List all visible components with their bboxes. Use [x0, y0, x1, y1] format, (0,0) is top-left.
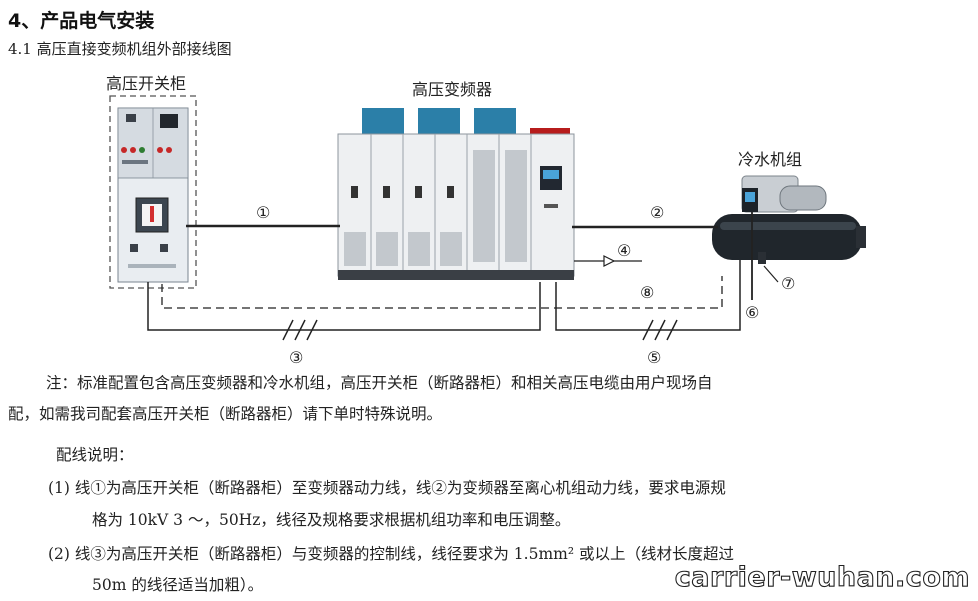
wiring-diagram: ① ② ③ ④ ⑤ ⑥ ⑦ ⑧ — [109, 95, 866, 367]
control-line-3 — [147, 282, 541, 331]
note-line-1: 注：标准配置包含高压变频器和冷水机组，高压开关柜（断路器柜）和相关高压电缆由用户… — [46, 374, 713, 392]
marker-8: ⑧ — [640, 283, 654, 302]
chiller-label: 冷水机组 — [738, 150, 803, 169]
section-heading: 4、产品电气安装 — [8, 10, 155, 32]
switchgear-label: 高压开关柜 — [106, 74, 187, 93]
wiring-title: 配线说明： — [56, 446, 134, 464]
section-subheading: 4.1 高压直接变频机组外部接线图 — [8, 40, 232, 58]
vfd-cabinet — [337, 108, 575, 280]
vfd-label: 高压变频器 — [412, 80, 493, 99]
marker-4: ④ — [617, 241, 631, 260]
wiring-item-1-line-a: (1) 线①为高压开关柜（断路器柜）至变频器动力线，线②为变频器至离心机组动力线… — [48, 479, 726, 497]
marker-2: ② — [650, 203, 664, 222]
wiring-item-2-line-a: (2) 线③为高压开关柜（断路器柜）与变频器的控制线，线径要求为 1.5mm² … — [48, 545, 734, 563]
marker-6: ⑥ — [745, 303, 759, 322]
marker-5: ⑤ — [647, 348, 661, 367]
switchgear-cabinet — [109, 95, 197, 289]
watermark: carrier-wuhan.com — [674, 561, 970, 593]
line-7 — [763, 265, 779, 283]
note-line-2: 配，如需我司配套高压开关柜（断路器柜）请下单时特殊说明。 — [8, 405, 443, 423]
control-line-8 — [161, 276, 723, 309]
marker-3: ③ — [289, 348, 303, 367]
wiring-item-1-line-b: 格为 10kV 3 ～，50Hz，线径及规格要求根据机组功率和电压调整。 — [92, 511, 571, 529]
marker-7: ⑦ — [781, 274, 795, 293]
chiller-unit — [712, 175, 866, 264]
wiring-item-2-line-b: 50m 的线径适当加粗）。 — [92, 576, 264, 594]
marker-1: ① — [256, 203, 270, 222]
